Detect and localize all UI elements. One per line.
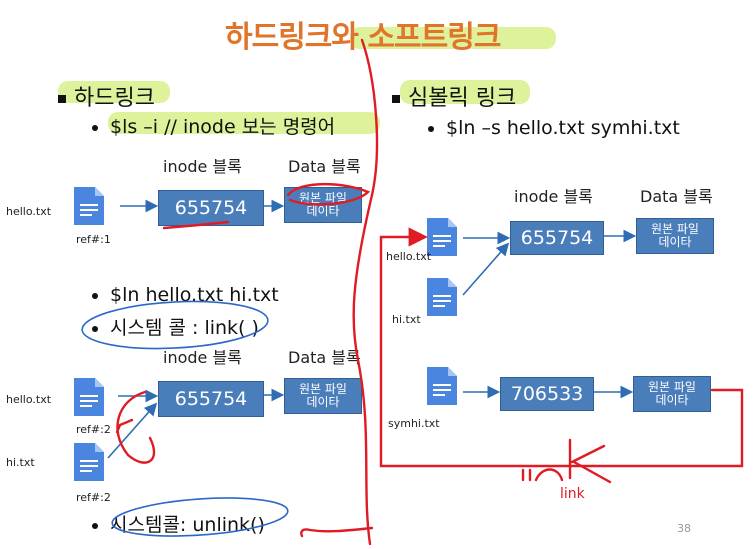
soft-data-block-line1: 원본 파일 (651, 222, 699, 236)
ln-s-command: $ln –s hello.txt symhi.txt (428, 117, 680, 139)
soft-file-hi: hi.txt (392, 313, 421, 326)
soft-link-heading: 심볼릭 링크 (392, 80, 516, 112)
soft-inode-block-2: 706533 (500, 377, 594, 411)
ls-command: $ls –i // inode 보는 명령어 (92, 112, 335, 139)
file-name-hello-2: hello.txt (6, 393, 52, 406)
hard-link-heading-text: 하드링크 (74, 86, 155, 111)
soft-data-block-2-line1: 원본 파일 (648, 380, 696, 394)
ln-s-command-text: $ln –s hello.txt symhi.txt (446, 117, 680, 139)
ref-count-2a: ref#:2 (76, 423, 111, 436)
inode-block: 655754 (158, 190, 264, 226)
bullet-icon (92, 292, 98, 299)
bullet-icon (428, 125, 434, 132)
ln-command: $ln hello.txt hi.txt (92, 284, 279, 306)
unlink-syscall-text: 시스템콜: unlink() (110, 514, 265, 536)
soft-data-block-line2: 데이타 (658, 235, 692, 249)
data-block-line2: 데이타 (306, 204, 340, 218)
heading-highlight-soft (400, 80, 530, 104)
square-bullet-icon (392, 95, 400, 103)
bullet-icon (92, 124, 98, 131)
file-icon (427, 278, 457, 316)
cmd-highlight (108, 112, 380, 134)
hard-data-label: Data 블록 (288, 157, 361, 176)
file-icon (74, 378, 104, 416)
soft-data-label: Data 블록 (640, 187, 713, 206)
soft-data-block-2-line2: 데이타 (655, 393, 689, 407)
slide-title: 하드링크와 소프트링크 (225, 20, 501, 55)
ls-command-text: $ls –i // inode 보는 명령어 (110, 116, 336, 138)
hard-inode-label-2: inode 블록 (163, 348, 242, 367)
bullet-icon (92, 522, 98, 529)
file-icon (74, 443, 104, 481)
hard-data-label-2: Data 블록 (288, 348, 361, 367)
page-number: 38 (677, 522, 691, 535)
link-syscall-text: 시스템 콜 : link( ) (110, 317, 259, 339)
ln-command-text: $ln hello.txt hi.txt (110, 284, 279, 306)
data-block-2-line2: 데이타 (306, 395, 340, 409)
hard-link-heading: 하드링크 (58, 80, 155, 112)
file-icon (427, 367, 457, 405)
soft-file-symhi: symhi.txt (388, 417, 440, 430)
link-syscall: 시스템 콜 : link( ) (92, 313, 259, 340)
soft-inode-label: inode 블록 (514, 187, 593, 206)
bullet-icon (92, 325, 98, 332)
link-annotation: link (560, 486, 585, 502)
hard-inode-label: inode 블록 (163, 157, 242, 176)
data-block-line1: 원본 파일 (299, 191, 347, 205)
heading-highlight-hard (58, 81, 170, 103)
file-name-hi: hi.txt (6, 456, 35, 469)
unlink-syscall: 시스템콜: unlink() (92, 510, 265, 537)
data-block-2-line1: 원본 파일 (299, 382, 347, 396)
ref-count: ref#:1 (76, 233, 111, 246)
file-icon (427, 218, 457, 256)
soft-file-hello: hello.txt (386, 250, 432, 263)
title-highlight (350, 27, 556, 49)
inode-block-2: 655754 (158, 381, 264, 417)
ref-count-2b: ref#:2 (76, 491, 111, 504)
soft-link-heading-text: 심볼릭 링크 (408, 86, 517, 111)
soft-inode-block: 655754 (510, 221, 604, 255)
file-icon (74, 187, 104, 225)
file-name-hello: hello.txt (6, 205, 52, 218)
square-bullet-icon (58, 95, 66, 103)
